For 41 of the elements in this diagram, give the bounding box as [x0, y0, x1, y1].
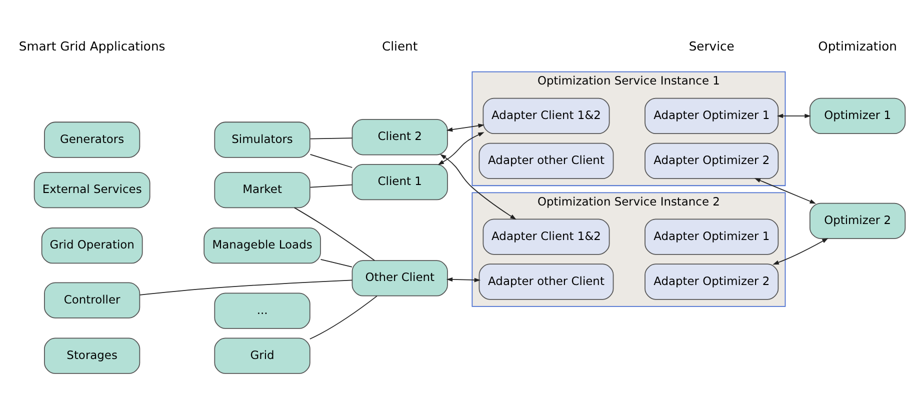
node-box: Adapter Optimizer 1: [644, 218, 779, 254]
label: Optimization: [818, 38, 897, 53]
label: Client: [382, 38, 418, 53]
label: Smart Grid Applications: [18, 38, 166, 53]
node-box: Optimizer 1: [810, 97, 906, 134]
node-box: Adapter Optimizer 2: [644, 142, 779, 178]
connector: [310, 137, 353, 139]
arrow: [440, 154, 516, 220]
node-box: Client 2: [352, 118, 448, 155]
connector: [310, 154, 353, 168]
connector: [140, 279, 352, 295]
node-box: Optimizer 2: [810, 202, 906, 238]
node-box: Storages: [44, 337, 140, 374]
node-box: Grid: [214, 337, 310, 374]
node-box: Manageble Loads: [204, 227, 321, 264]
node-box: Simulators: [214, 121, 310, 158]
node-box: Generators: [44, 121, 140, 158]
connector: [309, 295, 378, 339]
arrow: [776, 113, 811, 118]
node-box: ...: [214, 292, 310, 328]
node-box: Market: [214, 171, 310, 208]
node-box: Adapter other Client: [478, 142, 614, 178]
arrow: [772, 238, 828, 264]
label: Service: [688, 38, 734, 53]
arrow: [754, 178, 816, 204]
node-box: Adapter other Client: [478, 263, 614, 300]
connector: [294, 206, 375, 260]
arrow: [446, 123, 484, 132]
connector: [310, 184, 353, 188]
connector: [320, 258, 352, 267]
node-box: Adapter Optimizer 1: [644, 97, 779, 134]
node-box: Adapter Optimizer 2: [644, 263, 779, 300]
arrow: [446, 276, 481, 282]
node-box: Other Client: [352, 260, 448, 296]
node-box: Adapter Client 1&2: [482, 97, 610, 134]
node-box: Client 1: [352, 164, 448, 200]
node-box: Adapter Client 1&2: [482, 218, 610, 254]
node-box: Grid Operation: [41, 227, 143, 264]
node-box: External Services: [34, 171, 150, 208]
arrow: [438, 132, 484, 165]
node-box: Controller: [44, 282, 140, 318]
